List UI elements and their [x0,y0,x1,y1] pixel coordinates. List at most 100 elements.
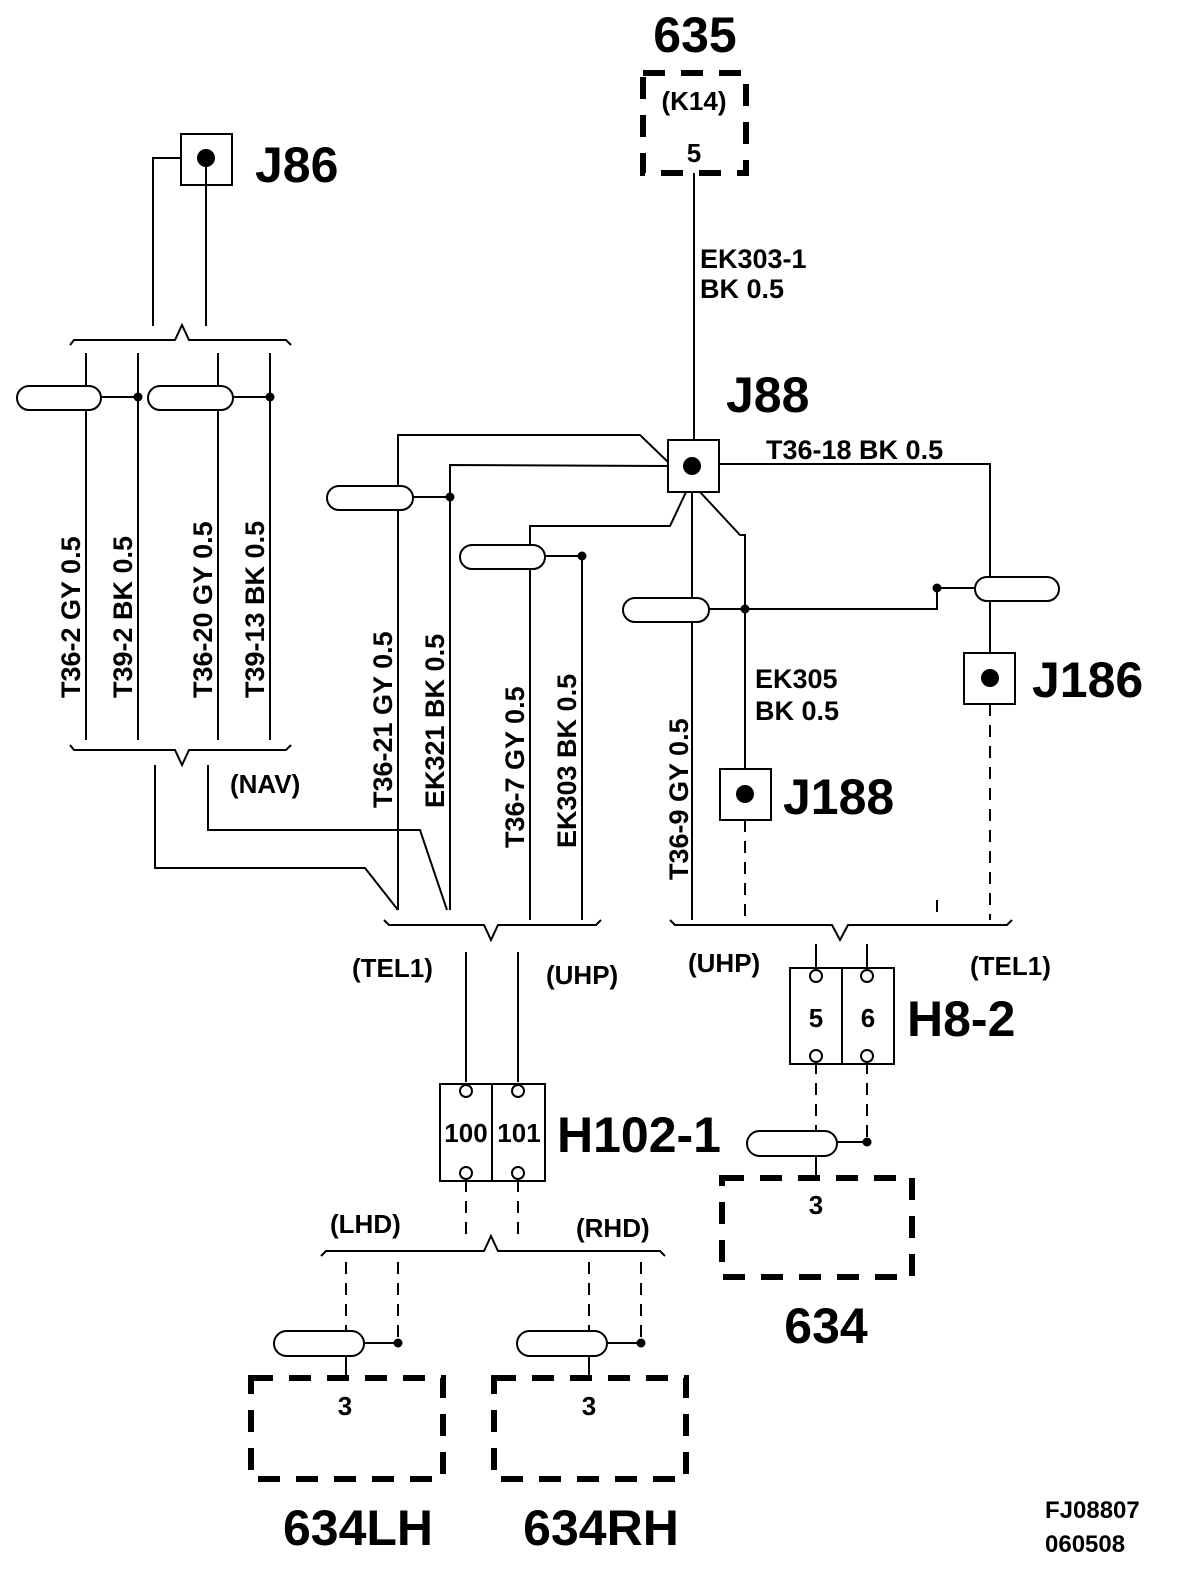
component-635: 635 (K14) 5 [640,7,749,176]
component-635-pin: 5 [687,138,701,168]
drawing-code: FJ08807 [1045,1497,1140,1524]
connector-h102-1-pin-100-cell [439,1083,493,1182]
shield-left-2-dot [265,392,275,402]
component-635-pin-label: (K14) [661,86,726,116]
component-635-label: 635 [653,7,736,63]
wire-t39-13-label: T39-13 BK 0.5 [240,521,270,698]
component-634rh-pin: 3 [582,1391,596,1421]
connector-h8-2-terminal [860,1049,874,1063]
connector-h102-1-pin-101: 101 [497,1118,540,1148]
component-634-label: 634 [784,1298,868,1354]
shield-634 [746,1130,838,1157]
shield-right-1-dot [740,604,750,614]
connector-h8-2-terminal [809,969,823,983]
variant-uhp-left: (UHP) [546,960,618,990]
connector-h102-1-pin-100: 100 [444,1118,487,1148]
component-634: 3 634 [719,1175,915,1354]
drawing-date: 060508 [1045,1531,1125,1558]
wire-ek305 [699,491,746,770]
splice-j188-label: J188 [783,769,894,825]
wire-nav-route-1 [154,765,399,911]
connector-h8-2-pin-5: 5 [809,1003,823,1033]
component-634rh-outline [491,1375,689,1482]
connector-h102-1-label: H102-1 [557,1107,721,1163]
shield-right-2-dot [932,583,942,593]
wire-t36-9-label: T36-9 GY 0.5 [664,718,694,880]
bracket-mid-left [383,919,602,943]
component-634-outline [719,1175,915,1280]
splice-j86: J86 [180,133,338,193]
variant-tel1-left: (TEL1) [352,953,433,983]
wire-t36-7 [529,491,687,920]
wire-j86-left [152,157,181,326]
wire-t36-20-label: T36-20 GY 0.5 [188,521,218,698]
splice-j88-label: J88 [726,367,809,423]
splice-j188: J188 [719,768,894,825]
connector-h102-1: 100 101 H102-1 [439,1083,721,1182]
wire-ek305-spec: BK 0.5 [755,696,839,726]
component-634-pin: 3 [809,1190,823,1220]
component-634lh-outline [248,1375,446,1482]
bracket-top-left [69,322,292,346]
component-635-outline [640,70,749,176]
connector-h8-2-pin-6: 6 [861,1003,875,1033]
wire-ek305-label: EK305 [755,664,838,694]
shield-right-1 [622,597,710,623]
wire-ek303-1-spec: BK 0.5 [700,274,784,304]
splice-j86-dot [197,149,215,167]
splice-j186-label: J186 [1032,652,1143,708]
connector-h8-2-terminal [809,1049,823,1063]
variant-nav: (NAV) [230,769,300,799]
splice-j88: J88 [667,367,809,493]
shield-right-1-drain [709,587,975,610]
wire-ek303-1-label: EK303-1 [700,244,807,274]
connector-h102-1-pin-101-cell [491,1083,546,1182]
variant-lhd: (LHD) [330,1209,401,1239]
shield-mid-2 [459,544,546,570]
shield-634lh-dot [393,1338,403,1348]
connector-h8-2-terminal [860,969,874,983]
component-634lh-label: 634LH [283,1500,433,1556]
connector-h102-1-terminal [511,1084,525,1098]
shield-mid-2-dot [577,551,587,561]
shield-left-1 [16,385,102,411]
wire-ek321 [449,463,669,910]
shield-634lh [273,1330,365,1357]
component-634lh-pin: 3 [338,1391,352,1421]
shield-left-1-dot [133,392,143,402]
wire-t36-7-label: T36-7 GY 0.5 [500,686,530,848]
shield-634rh [516,1330,608,1357]
wire-t39-2-label: T39-2 BK 0.5 [108,536,138,698]
shield-634-dot [862,1137,872,1147]
splice-j186-dot [981,669,999,687]
wire-t36-18 [719,463,991,665]
variant-tel1-right: (TEL1) [970,951,1051,981]
connector-h8-2-label: H8-2 [907,991,1015,1047]
component-634rh-label: 634RH [523,1500,679,1556]
wire-ek303-label: EK303 BK 0.5 [552,674,582,848]
shield-mid-1-dot [445,492,455,502]
wire-nav-route-2 [207,765,448,911]
connector-h8-2-pin-6-cell [841,967,895,1065]
wire-t36-21 [397,434,669,910]
shield-left-2 [147,385,234,411]
bracket-mid-right [669,919,1013,943]
shield-634rh-dot [636,1338,646,1348]
splice-j188-dot [736,785,754,803]
splice-j186: J186 [963,652,1143,708]
variant-rhd: (RHD) [576,1213,650,1243]
component-634rh: 3 634RH [491,1375,689,1556]
splice-j86-label: J86 [255,137,338,193]
wire-t36-21-label: T36-21 GY 0.5 [368,631,398,808]
wire-t36-18-label: T36-18 BK 0.5 [766,435,943,465]
connector-h8-2: 5 6 H8-2 [789,967,1015,1065]
wire-ek321-label: EK321 BK 0.5 [420,634,450,808]
splice-j88-dot [683,457,701,475]
shield-mid-1 [326,485,414,511]
component-634lh: 3 634LH [248,1375,446,1556]
connector-h102-1-terminal [459,1166,473,1180]
bracket-bottom [320,1233,666,1257]
connector-h102-1-terminal [511,1166,525,1180]
shield-right-2 [974,576,1060,602]
